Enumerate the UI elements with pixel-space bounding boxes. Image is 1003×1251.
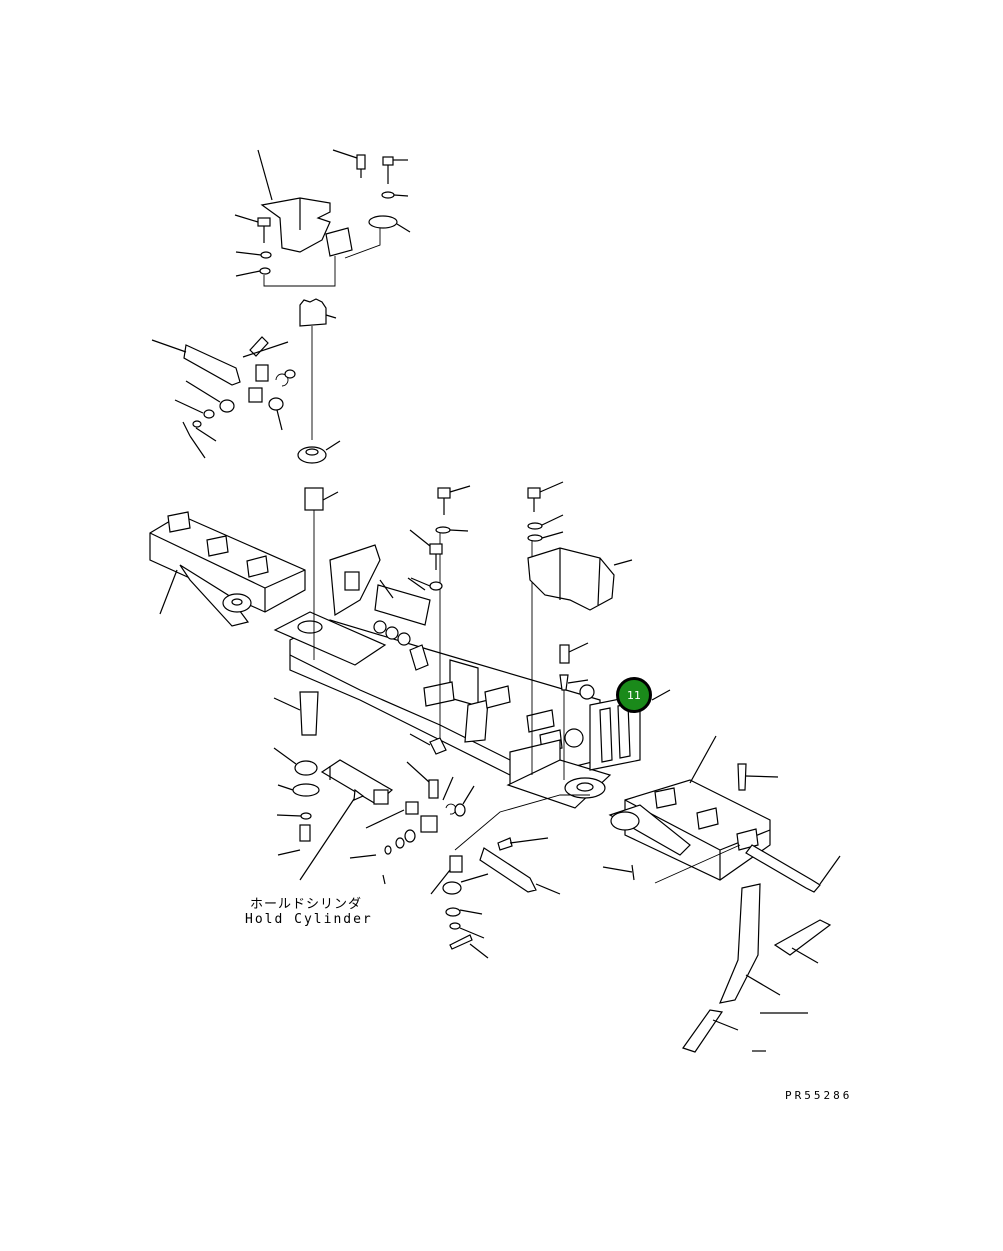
- upper-lever-housing: [257, 149, 353, 257]
- right-frame-block: [602, 735, 771, 884]
- upper-bolts: [234, 149, 411, 287]
- callout-11-leader: [651, 689, 671, 701]
- central-frame: [273, 544, 641, 809]
- caption-japanese: ホールドシリンダ: [250, 897, 363, 912]
- left-frame-block: [149, 511, 306, 627]
- left-linkage-parts: [151, 336, 296, 459]
- right-pins: [737, 763, 841, 893]
- frame-bolts: [409, 481, 589, 780]
- shank-and-tips: [682, 883, 832, 1053]
- hold-cylinder-parts: [273, 487, 808, 1052]
- callout-label: 11: [627, 688, 641, 702]
- drawing-number: PR55286: [785, 1089, 853, 1102]
- spline-gear: [297, 298, 341, 464]
- right-lever-housing: [527, 547, 633, 611]
- callout-marker[interactable]: 11: [616, 677, 652, 713]
- caption-english: Hold Cylinder: [245, 912, 373, 927]
